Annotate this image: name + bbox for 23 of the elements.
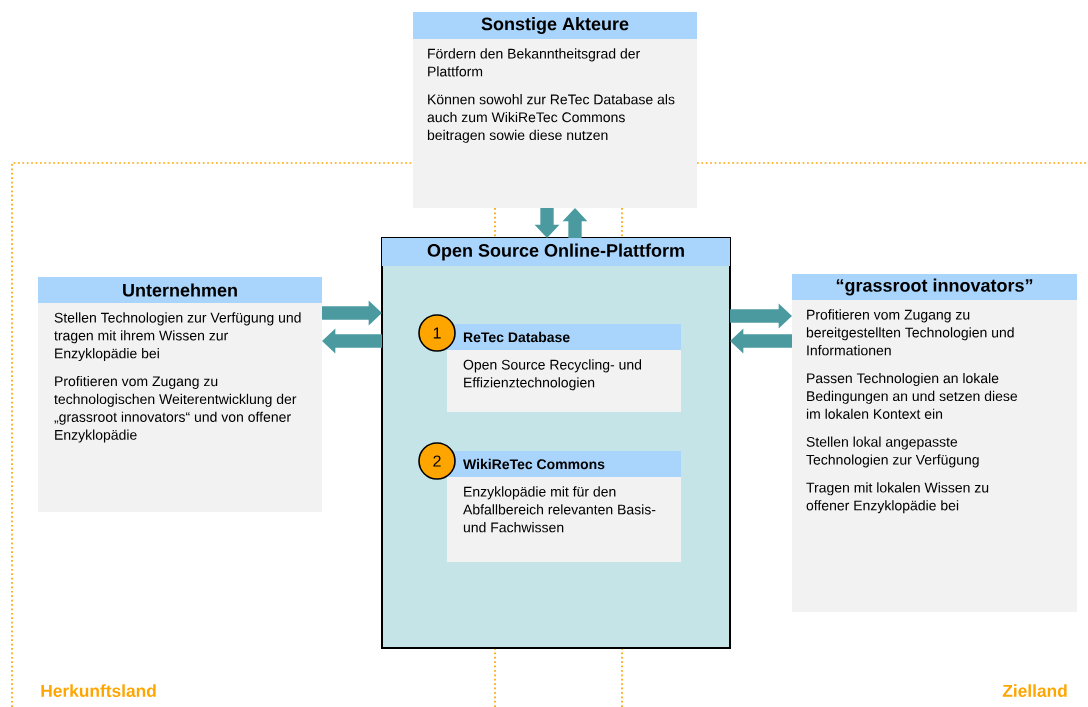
body-text: Können sowohl zur ReTec Database als auch zum WikiReTec Commons beitragen sowie diese nutzen <box>427 94 675 143</box>
actor-box <box>413 12 697 208</box>
region-label: Zielland <box>1002 684 1067 697</box>
actor-box <box>38 277 322 512</box>
body-text: Passen Technologien an lokale Bedingungen an und setzen diese im lokalen Kontext ein <box>806 372 1018 419</box>
body-text: Stellen Technologien zur Verfügung und tragen mit ihrem Wissen zur Enzyklopädie bei <box>54 312 301 362</box>
region-label: Herkunftsland <box>41 684 156 697</box>
box-heading: Sonstige Akteure <box>413 12 697 39</box>
body-text: Enzyklopädie mit für den Abfallbereich relevanten Basis- und Fachwissen <box>463 486 656 533</box>
body-text: Stellen lokal angepasste Technologien zur Verfügung <box>806 436 979 468</box>
body-text: Profitieren vom Zugang zu bereitgestellten Technologien und Informationen <box>806 309 1014 356</box>
module-box <box>447 324 681 412</box>
box-heading: “grassroot innovators” <box>792 274 1077 300</box>
module-box <box>447 451 681 562</box>
body-text: Profitieren vom Zugang zu technologischen Weiterentwicklung der „grassroot innovators“ und von offener Enzyklopädie <box>54 375 297 443</box>
body-text: Open Source Recycling- und Effizienztechnologien <box>463 359 642 391</box>
box-heading: Unternehmen <box>38 277 322 303</box>
box-heading: ReTec Database <box>447 324 681 350</box>
box-heading: Open Source Online-Plattform <box>382 238 730 266</box>
body-text: Tragen mit lokalen Wissen zu offener Enzyklopädie bei <box>806 482 989 514</box>
actor-box <box>792 274 1077 612</box>
box-heading: WikiReTec Commons <box>447 451 681 477</box>
body-text: Fördern den Bekanntheitsgrad der Plattform <box>428 48 640 77</box>
